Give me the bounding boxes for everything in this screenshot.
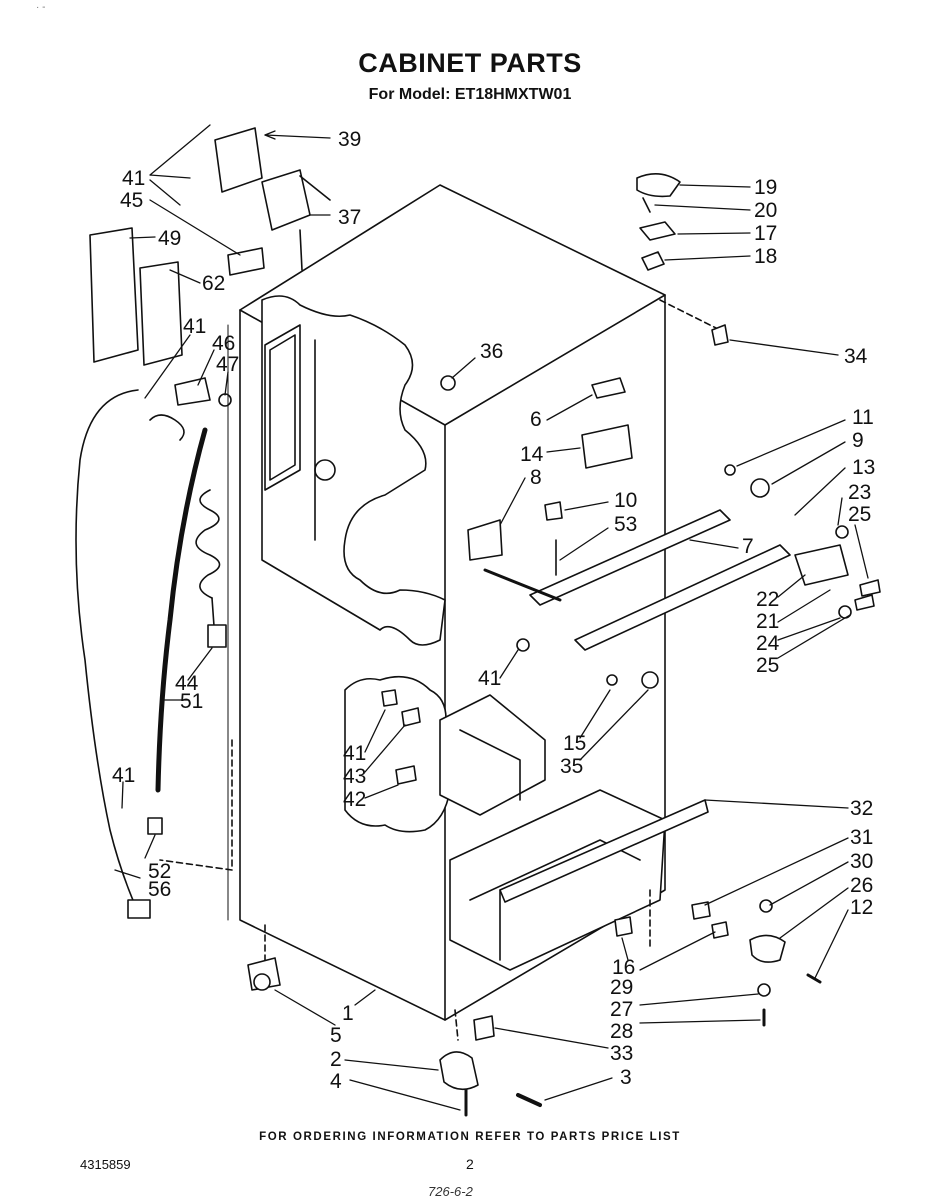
callout-26: 26: [850, 874, 873, 897]
callout-17: 17: [754, 222, 777, 245]
callout-34: 34: [844, 345, 868, 368]
callout-5: 5: [330, 1024, 342, 1047]
leader-lines: [114, 124, 869, 1111]
callout-16: 16: [612, 956, 635, 979]
callout-22: 22: [756, 588, 779, 611]
callout-43: 43: [343, 765, 366, 788]
callout-28: 28: [610, 1020, 633, 1043]
callout-39: 39: [338, 128, 361, 151]
callout-2: 2: [330, 1048, 342, 1071]
callout-12: 12: [850, 896, 873, 919]
callout-41: 41: [478, 667, 501, 690]
callout-24: 24: [756, 632, 780, 655]
callout-6: 6: [530, 408, 542, 431]
callout-56: 56: [148, 878, 171, 901]
callout-7: 7: [742, 535, 754, 558]
callout-41: 41: [183, 315, 206, 338]
callout-29: 29: [610, 976, 633, 999]
callout-51: 51: [180, 690, 203, 713]
callout-52: 52: [148, 860, 171, 883]
callout-41: 41: [112, 764, 135, 787]
callout-41: 41: [343, 742, 366, 765]
cabinet-body: [159, 184, 721, 1041]
callout-53: 53: [614, 513, 637, 536]
callout-13: 13: [852, 456, 875, 479]
model-subtitle: For Model: ET18HMXTW01: [368, 86, 572, 103]
callout-49: 49: [158, 227, 181, 250]
callout-25: 25: [848, 503, 871, 526]
callout-3: 3: [620, 1066, 632, 1089]
callout-44: 44: [175, 672, 199, 695]
callout-30: 30: [850, 850, 873, 873]
top-hinge-assembly: [440, 173, 729, 391]
callout-14: 14: [520, 443, 544, 466]
callout-15: 15: [563, 732, 586, 755]
callout-31: 31: [850, 826, 873, 849]
callout-41: 41: [122, 167, 145, 190]
page-number: 2: [466, 1156, 474, 1172]
callout-9: 9: [852, 429, 864, 452]
callout-10: 10: [614, 489, 637, 512]
callout-23: 23: [848, 481, 871, 504]
callout-45: 45: [120, 189, 143, 212]
callout-25: 25: [756, 654, 779, 677]
page-title: CABINET PARTS: [358, 48, 582, 78]
callout-19: 19: [754, 176, 777, 199]
callout-4: 4: [330, 1070, 342, 1093]
callout-42: 42: [343, 788, 366, 811]
callout-20: 20: [754, 199, 777, 222]
callout-18: 18: [754, 245, 777, 268]
handwritten-annotation: 726-6-2: [428, 1184, 473, 1199]
control-housing-parts: [89, 127, 331, 441]
center-hinge-parts: [381, 377, 881, 785]
callout-8: 8: [530, 466, 542, 489]
callout-32: 32: [850, 797, 873, 820]
callout-35: 35: [560, 755, 583, 778]
callout-33: 33: [610, 1042, 633, 1065]
bottom-roller-and-leveler: [247, 799, 822, 1117]
power-cord-and-wiring: [75, 389, 227, 919]
callout-37: 37: [338, 206, 361, 229]
callout-1: 1: [342, 1002, 354, 1025]
document-number: 4315859: [80, 1157, 131, 1172]
callout-47: 47: [216, 353, 239, 376]
callout-62: 62: [202, 272, 225, 295]
ordering-note: FOR ORDERING INFORMATION REFER TO PARTS …: [259, 1131, 681, 1143]
callout-27: 27: [610, 998, 633, 1021]
callout-46: 46: [212, 332, 235, 355]
callout-labels: 39 41 45 37 49 62 41 46 47 36 19 20 17 1…: [112, 128, 875, 1093]
callout-21: 21: [756, 610, 779, 633]
callout-36: 36: [480, 340, 503, 363]
callout-11: 11: [852, 406, 874, 429]
scan-corner-mark: · -: [36, 2, 46, 13]
